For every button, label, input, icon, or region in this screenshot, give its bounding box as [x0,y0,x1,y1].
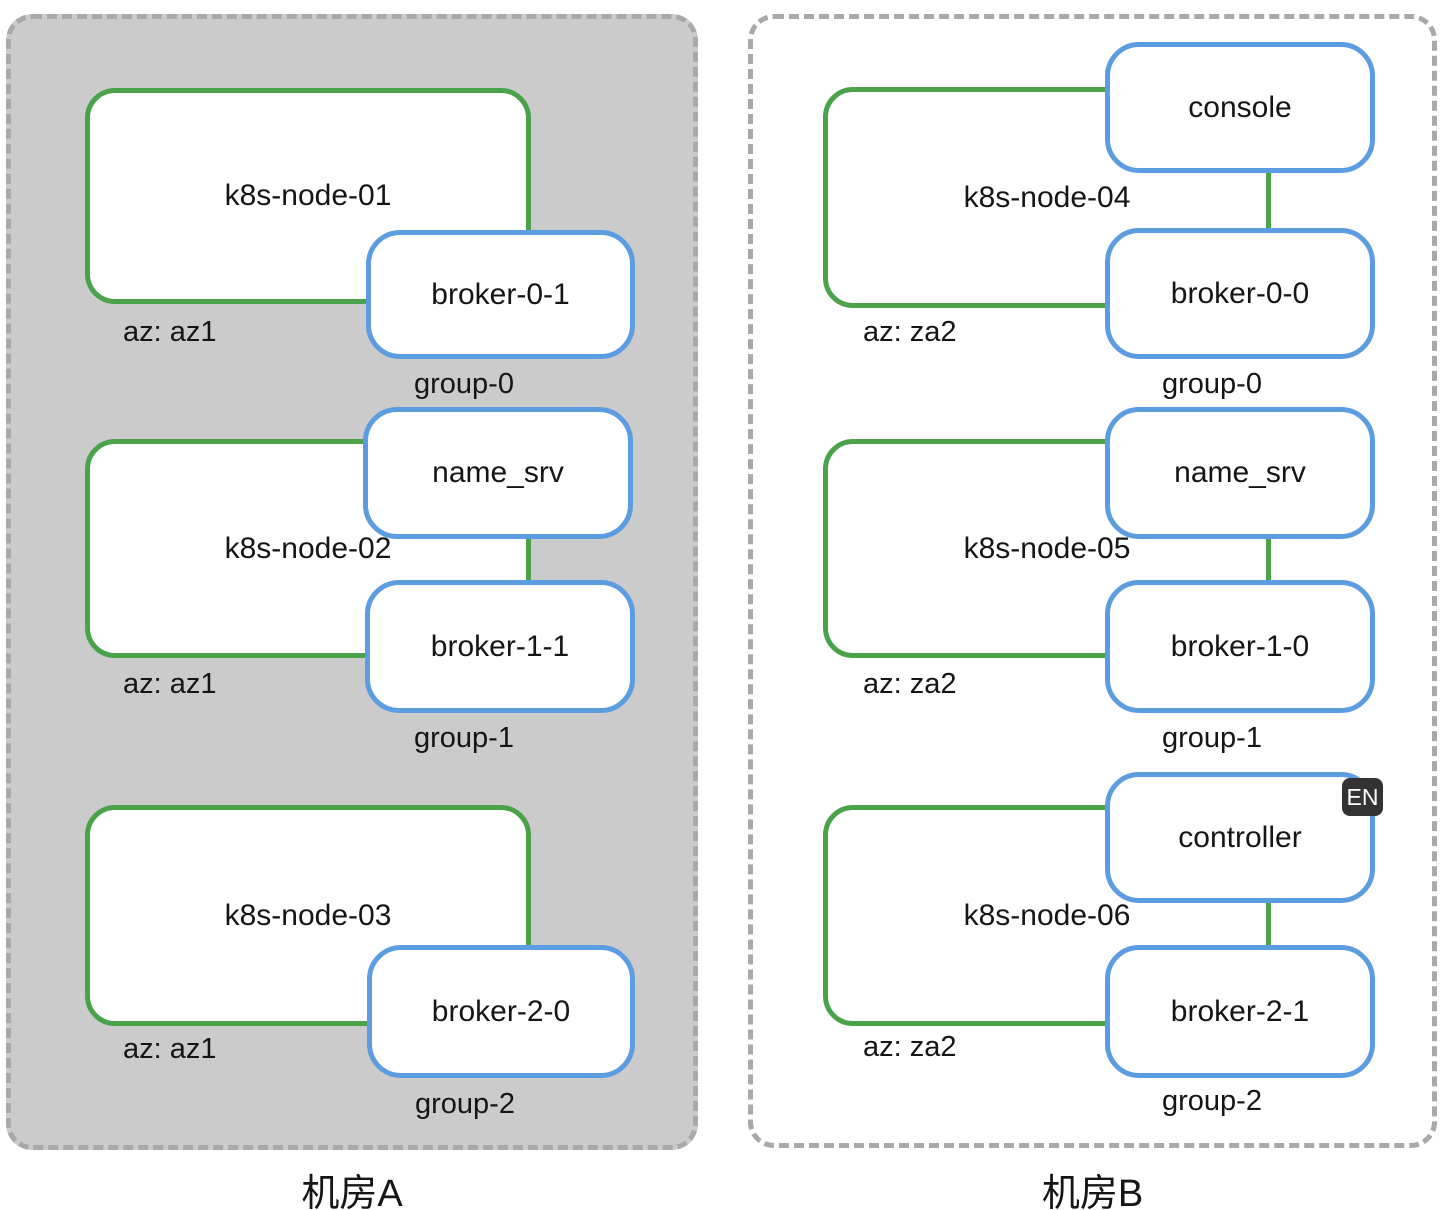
service-box-controller: controller [1105,772,1375,903]
service-box-name-srv-b: name_srv [1105,407,1375,539]
service-label: broker-1-0 [1170,629,1310,663]
group-label: group-2 [415,1088,515,1120]
group-label: group-0 [414,368,514,400]
service-label: broker-2-0 [431,994,571,1028]
az-label: az: za2 [863,668,957,700]
az-label: az: az1 [123,668,217,700]
node-label: k8s-node-02 [224,531,392,565]
node-label: k8s-node-03 [224,898,392,932]
az-label: az: za2 [863,316,957,348]
service-label: name_srv [432,456,564,489]
group-label: group-2 [1162,1085,1262,1117]
node-label: k8s-node-01 [224,179,392,212]
service-label: broker-1-1 [430,629,570,663]
input-method-badge-label: EN [1346,783,1379,810]
service-box-broker-0-0: broker-0-0 [1105,228,1375,359]
service-label: name_srv [1174,456,1306,489]
service-box-broker-2-1: broker-2-1 [1105,945,1375,1078]
node-label: k8s-node-05 [963,531,1131,565]
service-box-broker-0-1: broker-0-1 [366,230,635,359]
node-label: k8s-node-04 [963,180,1131,214]
service-box-broker-2-0: broker-2-0 [367,945,635,1078]
service-box-broker-1-0: broker-1-0 [1105,580,1375,713]
service-box-console: console [1105,42,1375,173]
group-label: group-0 [1162,368,1262,400]
az-label: az: az1 [123,1033,217,1065]
group-label: group-1 [414,722,514,754]
service-label: controller [1178,820,1302,854]
service-label: broker-0-1 [431,277,570,311]
service-label: broker-2-1 [1170,994,1310,1028]
group-label: group-1 [1162,722,1262,754]
service-label: console [1188,90,1292,124]
room-label-a: 机房A [301,1173,403,1210]
az-label: az: za2 [863,1031,957,1063]
az-label: az: az1 [123,316,217,348]
service-box-name-srv-a: name_srv [363,407,633,539]
service-label: broker-0-0 [1170,276,1310,310]
node-label: k8s-node-06 [963,898,1131,932]
service-box-broker-1-1: broker-1-1 [365,580,635,713]
input-method-badge[interactable]: EN [1342,778,1383,816]
room-label-b: 机房B [1041,1173,1144,1210]
